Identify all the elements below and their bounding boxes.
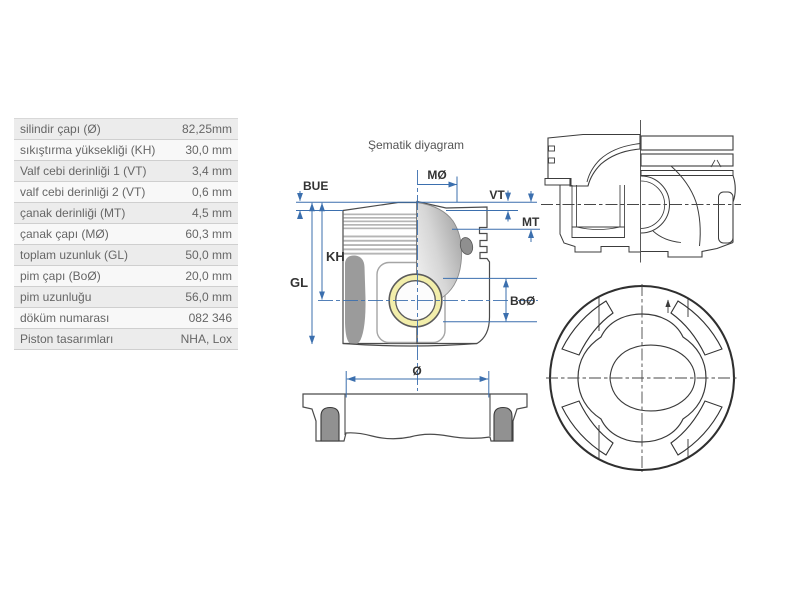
- spec-label: pim uzunluğu: [20, 290, 92, 304]
- compression-ring-2: [640, 153, 734, 167]
- dim-label-dia: Ø: [412, 364, 421, 378]
- pin-boss-arch-right: [493, 406, 513, 442]
- pin-bore-ring: [388, 273, 443, 328]
- spec-label: çanak çapı (MØ): [20, 227, 109, 241]
- table-row: Valf cebi derinliği 1 (VT) 3,4 mm: [14, 161, 238, 182]
- dimension-lines: [296, 170, 540, 391]
- spec-value: 50,0 mm: [185, 248, 232, 262]
- dim-label-kh: KH: [326, 249, 345, 264]
- table-row: pim uzunluğu 56,0 mm: [14, 287, 238, 308]
- table-row: döküm numarası 082 346: [14, 308, 238, 329]
- dim-label-mt: MT: [522, 215, 540, 229]
- dim-label-vt: VT: [489, 188, 505, 202]
- spec-value: 4,5 mm: [191, 206, 232, 220]
- compression-ring-1: [640, 135, 734, 151]
- table-row: çanak çapı (MØ) 60,3 mm: [14, 224, 238, 245]
- spec-label: Valf cebi derinliği 1 (VT): [20, 164, 147, 178]
- table-row: silindir çapı (Ø) 82,25mm: [14, 119, 238, 140]
- oil-ring: [640, 170, 734, 176]
- spec-value: 60,3 mm: [185, 227, 232, 241]
- table-row: çanak derinliği (MT) 4,5 mm: [14, 203, 238, 224]
- piston-bottom-view: Ø: [302, 364, 528, 442]
- table-row: pim çapı (BoØ) 20,0 mm: [14, 266, 238, 287]
- spec-value: 082 346: [188, 311, 232, 325]
- combustion-bowl-shading: [417, 202, 462, 300]
- spec-value: 20,0 mm: [185, 269, 232, 283]
- spec-label: Piston tasarımları: [20, 332, 114, 346]
- pin-boss-arch-left: [320, 406, 340, 442]
- table-row: Piston tasarımları NHA, Lox: [14, 329, 238, 350]
- dim-label-bue: BUE: [303, 179, 328, 193]
- spec-value: 0,6 mm: [191, 185, 232, 199]
- spec-value: 30,0 mm: [185, 143, 232, 157]
- dim-label-mo: MØ: [427, 168, 446, 182]
- skirt-coating-band: [718, 191, 734, 244]
- table-row: toplam uzunluk (GL) 50,0 mm: [14, 245, 238, 266]
- piston-front-view: BUE MØ VT MT KH GL BoØ: [290, 168, 540, 391]
- valve-pockets: [561, 300, 723, 456]
- spec-label: toplam uzunluk (GL): [20, 248, 129, 262]
- spec-table: silindir çapı (Ø) 82,25mm sıkıştırma yük…: [14, 118, 238, 350]
- dim-label-bo: BoØ: [510, 294, 535, 308]
- piston-ring-grooves: [343, 213, 417, 255]
- table-row: valf cebi derinliği 2 (VT) 0,6 mm: [14, 182, 238, 203]
- spec-label: döküm numarası: [20, 311, 110, 325]
- spec-label: sıkıştırma yüksekliği (KH): [20, 143, 156, 157]
- diagram-title: Şematik diyagram: [367, 138, 465, 152]
- table-row: sıkıştırma yüksekliği (KH) 30,0 mm: [14, 140, 238, 161]
- pin-boss-window: [376, 261, 446, 344]
- spec-value: NHA, Lox: [180, 332, 232, 346]
- combustion-bowl-contour: [609, 344, 696, 412]
- spec-label: valf cebi derinliği 2 (VT): [20, 185, 146, 199]
- diameter-dimension: [345, 371, 490, 398]
- spec-label: çanak derinliği (MT): [20, 206, 126, 220]
- valve-pocket-section: [459, 237, 474, 255]
- piston-section-view: [541, 120, 741, 263]
- skirt-shadow: [345, 255, 366, 345]
- spec-value: 82,25mm: [181, 122, 232, 136]
- spec-value: 56,0 mm: [185, 290, 232, 304]
- dim-label-gl: GL: [290, 275, 308, 290]
- spec-label: pim çapı (BoØ): [20, 269, 101, 283]
- spec-label: silindir çapı (Ø): [20, 122, 101, 136]
- piston-top-view: [546, 284, 738, 472]
- spec-value: 3,4 mm: [191, 164, 232, 178]
